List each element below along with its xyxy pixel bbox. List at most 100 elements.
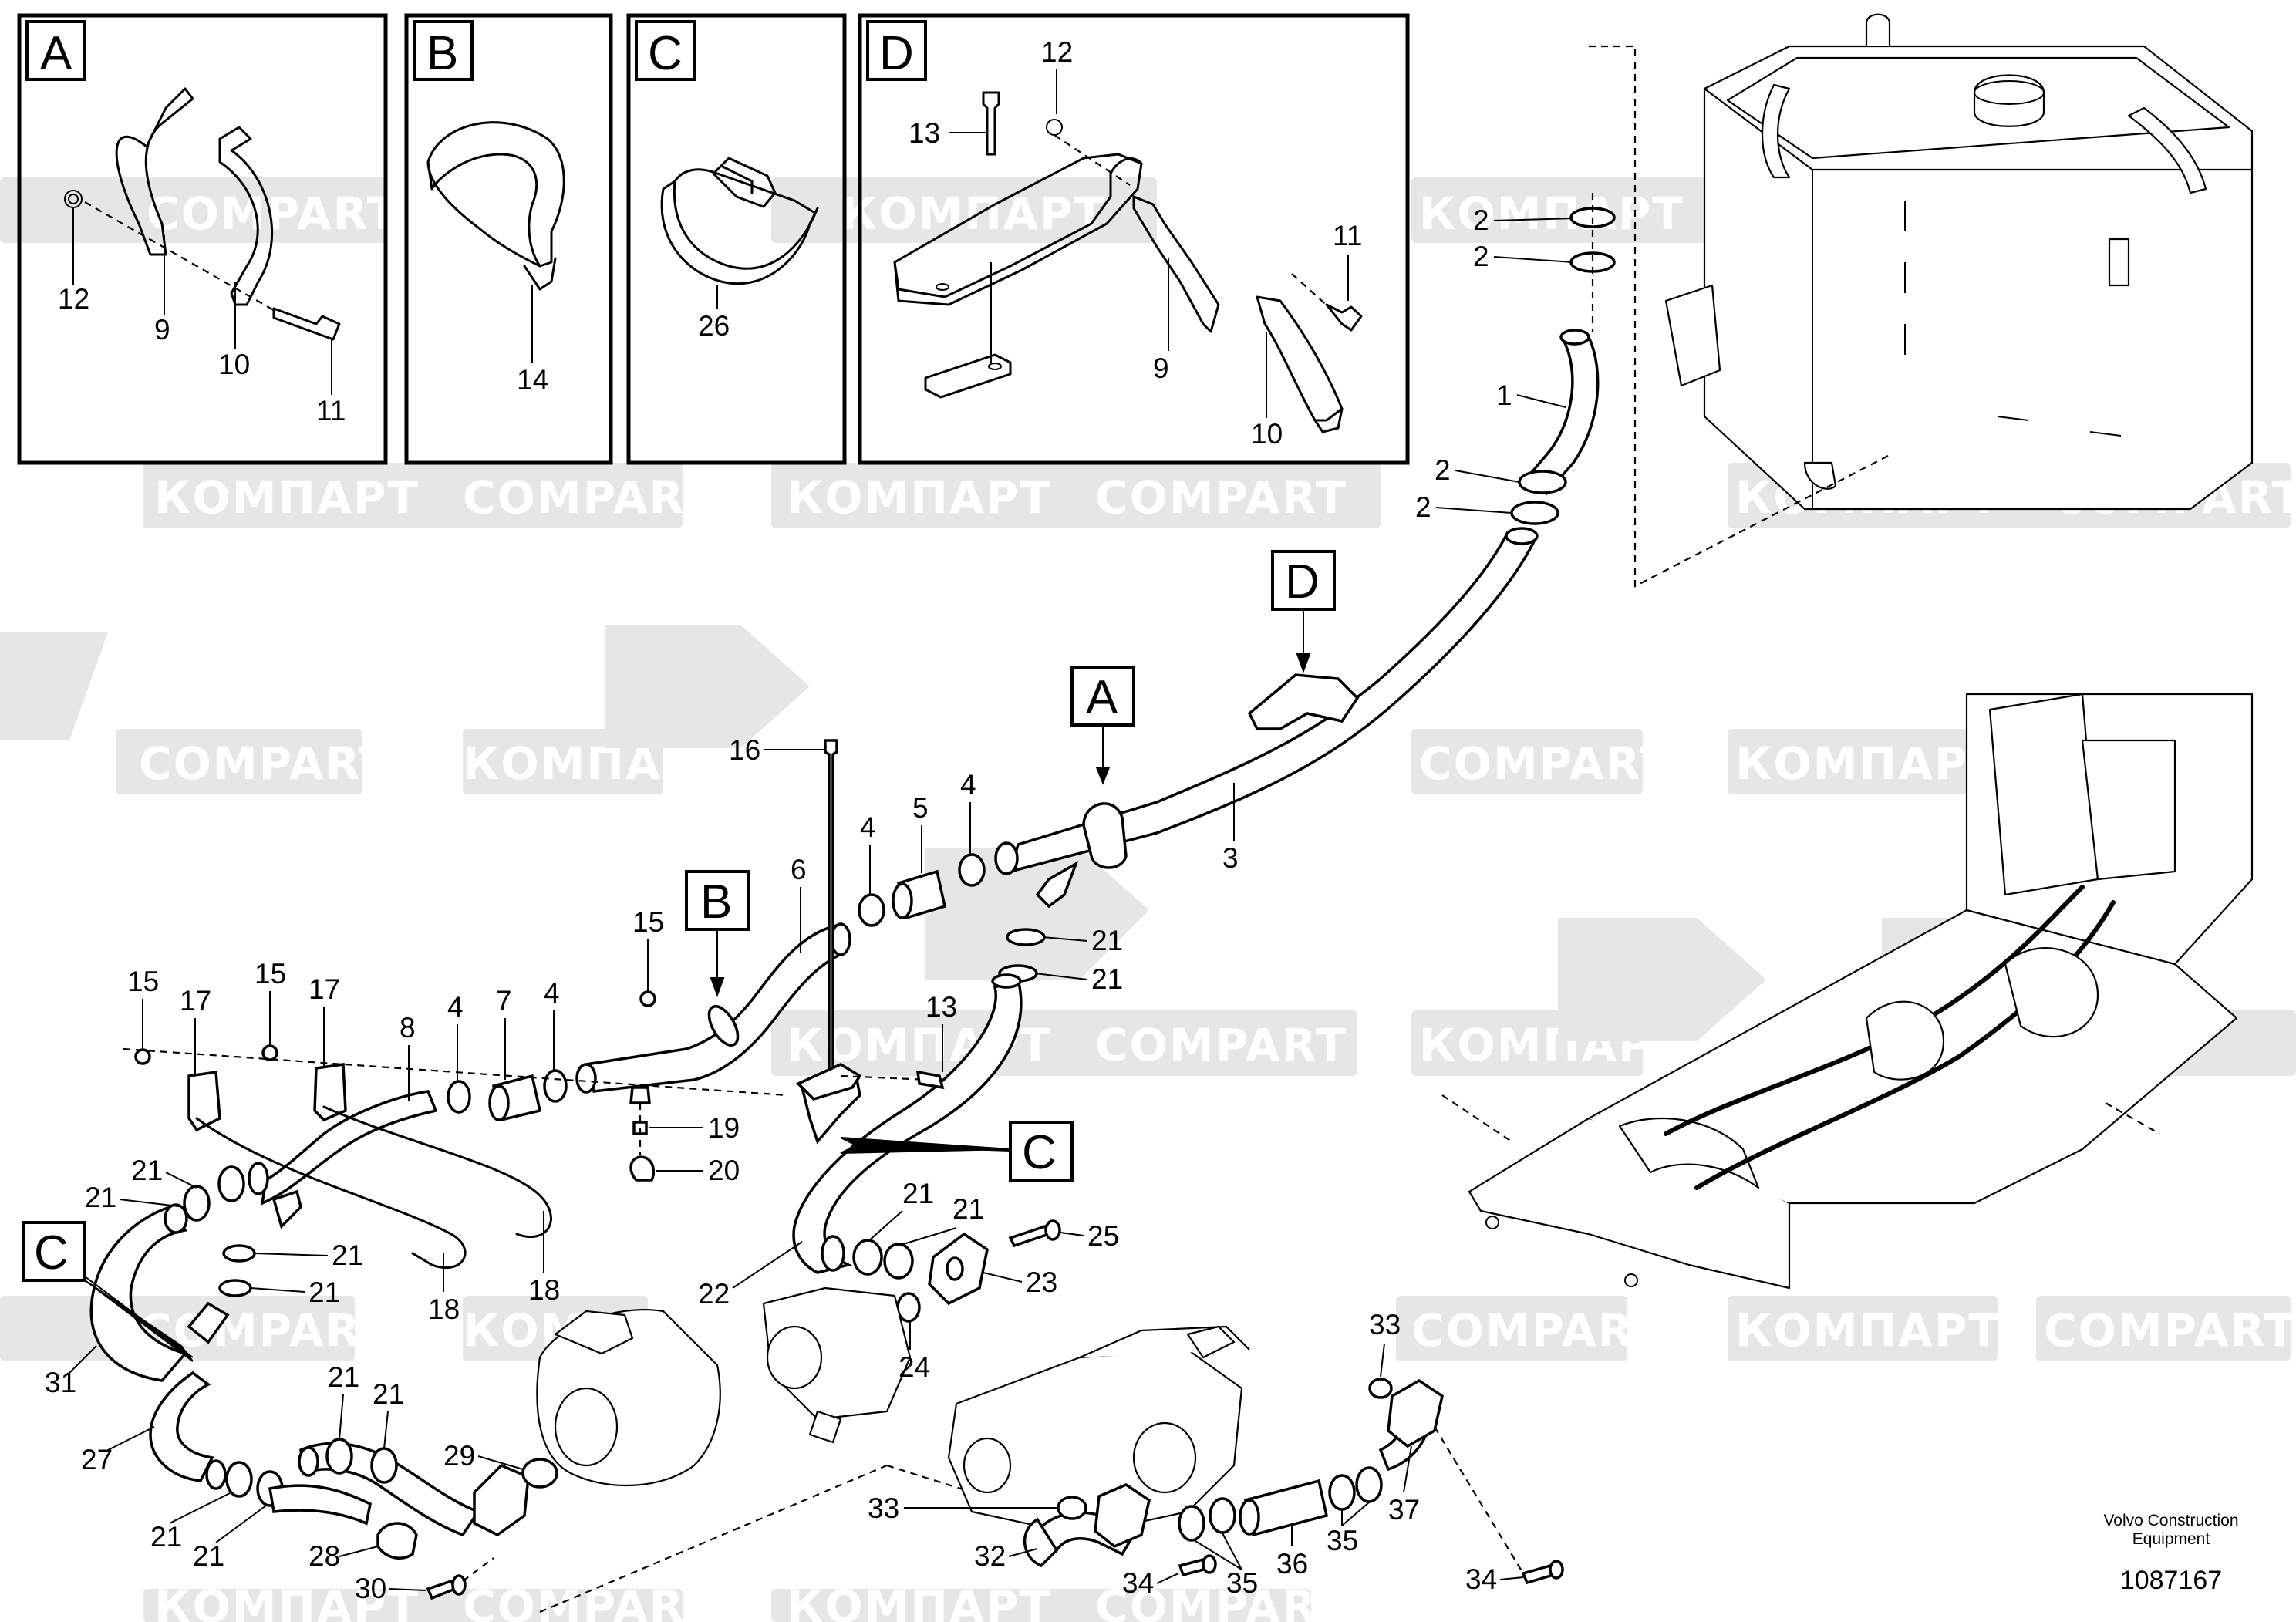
clamp-4 bbox=[858, 893, 885, 927]
washer-15 bbox=[261, 1044, 278, 1061]
callout-number: 9 bbox=[1153, 352, 1169, 384]
callout-number: 2 bbox=[1473, 204, 1489, 236]
callout-number: 4 bbox=[447, 991, 464, 1023]
watermark-text: КОМПАРТ bbox=[1419, 187, 1684, 240]
clamp-21 bbox=[225, 1461, 253, 1498]
callout-number: 12 bbox=[58, 283, 89, 315]
detail-marker-label: C bbox=[1022, 1126, 1057, 1179]
callout-number: 27 bbox=[81, 1444, 113, 1475]
callout-number: 30 bbox=[355, 1573, 386, 1604]
callout-number: 34 bbox=[1122, 1567, 1154, 1599]
clamp-21 bbox=[217, 1165, 245, 1202]
detail-label: A bbox=[40, 27, 72, 80]
detail-frame bbox=[858, 13, 1410, 465]
bolt-34 bbox=[1521, 1563, 1556, 1585]
bolt-25 bbox=[1008, 1224, 1051, 1248]
callout-number: 21 bbox=[308, 1276, 340, 1308]
callout-number: 21 bbox=[952, 1193, 984, 1225]
callout-number: 6 bbox=[791, 854, 807, 885]
bracket-13 bbox=[795, 1063, 862, 1101]
detail-frame bbox=[626, 13, 847, 465]
callout-number: 32 bbox=[974, 1540, 1006, 1572]
callout-number: 10 bbox=[1251, 418, 1283, 450]
clamp-35 bbox=[1178, 1505, 1205, 1542]
hose-end bbox=[991, 973, 1022, 989]
callout-number: 21 bbox=[902, 1178, 934, 1209]
hose-27 bbox=[149, 1371, 214, 1482]
clamp-21 bbox=[222, 1244, 256, 1263]
hose-end bbox=[248, 1162, 269, 1195]
hose-end bbox=[575, 1063, 597, 1094]
detail-label-box bbox=[413, 20, 474, 81]
watermark-layer: COMPART КОМПАРТ КОМПАРТ КОМПАРТ КОМПАРТ … bbox=[0, 177, 2296, 1622]
detail-box-d: D 12 13 11 9 10 bbox=[858, 13, 1410, 465]
callout-number: 34 bbox=[1465, 1563, 1497, 1595]
clamp-21 bbox=[1006, 928, 1046, 946]
callout-number: 21 bbox=[1091, 925, 1123, 956]
detail-marker-c-left: C bbox=[22, 1221, 194, 1362]
hydraulic-tank-illustration bbox=[1664, 13, 2254, 511]
callout-number: 18 bbox=[528, 1274, 560, 1306]
watermark-text: COMPART bbox=[1411, 1304, 1664, 1357]
tube-stub bbox=[187, 1301, 230, 1344]
detail-box-b: B 14 bbox=[404, 13, 613, 465]
callout-number: 24 bbox=[899, 1351, 930, 1383]
tube-stub bbox=[271, 1189, 302, 1229]
footer-block: Volvo Construction Equipment 1087167 bbox=[2103, 1512, 2238, 1595]
callout-number: 13 bbox=[925, 991, 957, 1023]
machine-chassis-illustration bbox=[1441, 693, 2254, 1290]
bolt-head bbox=[451, 1574, 467, 1596]
clamp-35 bbox=[1209, 1497, 1236, 1534]
callout-number: 20 bbox=[708, 1155, 740, 1186]
watermark-text: COMPART bbox=[1419, 737, 1671, 790]
watermark-text: COMPART bbox=[1095, 1019, 1347, 1071]
o-ring-24 bbox=[896, 1292, 921, 1323]
callout-number: 5 bbox=[912, 792, 929, 824]
callout-number: 21 bbox=[85, 1182, 116, 1213]
callout-number: 2 bbox=[1435, 454, 1451, 486]
detail-frame bbox=[17, 13, 388, 465]
callout-number: 2 bbox=[1473, 241, 1489, 272]
clamp-21 bbox=[370, 1447, 398, 1484]
callout-number: 18 bbox=[428, 1293, 460, 1325]
clamp-21 bbox=[183, 1185, 211, 1222]
detail-label: B bbox=[426, 27, 458, 80]
callout-number: 35 bbox=[1226, 1567, 1258, 1599]
bolt-head bbox=[1549, 1560, 1564, 1580]
hose-end bbox=[298, 1446, 319, 1477]
callout-number: 4 bbox=[860, 811, 876, 843]
callout-number: 35 bbox=[1327, 1525, 1358, 1556]
tube-segment bbox=[268, 1484, 372, 1526]
reference-dashed-line bbox=[539, 1464, 888, 1614]
bolt-13 bbox=[915, 1070, 945, 1090]
hose-32-end bbox=[1023, 1517, 1059, 1568]
clamp-35 bbox=[1328, 1474, 1356, 1511]
detail-marker-b: B bbox=[685, 870, 750, 997]
detail-marker-label: A bbox=[1086, 671, 1118, 724]
callout-number: 21 bbox=[1091, 963, 1123, 995]
assembly-axis-line bbox=[462, 1557, 494, 1582]
callout-number: 21 bbox=[328, 1361, 359, 1393]
hose-28-end bbox=[376, 1522, 418, 1560]
washer-15 bbox=[639, 990, 656, 1007]
hose-22 bbox=[792, 977, 1023, 1274]
callout-number: 8 bbox=[400, 1012, 416, 1044]
clamp-half-17 bbox=[313, 1062, 347, 1122]
callout-number: 1 bbox=[1496, 379, 1512, 411]
bolt-head bbox=[1202, 1554, 1217, 1574]
callout-number: 11 bbox=[316, 395, 346, 427]
callout-number: 12 bbox=[1041, 36, 1073, 68]
watermark-text: КОМПАРТ bbox=[154, 471, 420, 524]
callout-number: 28 bbox=[308, 1540, 340, 1572]
sleeve-end bbox=[892, 882, 913, 919]
pipe-end bbox=[994, 841, 1019, 875]
main-hose-assembly bbox=[89, 193, 1616, 1614]
clamp-35 bbox=[1355, 1466, 1383, 1503]
watermark-text: COMPART bbox=[463, 1580, 715, 1622]
washer-15 bbox=[134, 1048, 151, 1065]
callout-number: 17 bbox=[308, 973, 340, 1005]
strap-clamp-drawing bbox=[660, 157, 819, 285]
clamp-21 bbox=[852, 1239, 883, 1276]
reference-dashed-line bbox=[1589, 45, 1890, 588]
hose-end bbox=[1559, 329, 1590, 346]
